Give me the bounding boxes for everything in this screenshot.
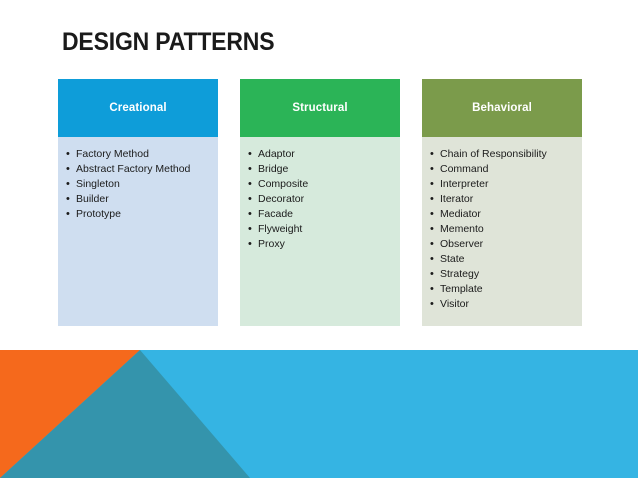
- bullet-icon: •: [430, 208, 434, 220]
- list-item: • Interpreter: [422, 177, 582, 192]
- list-item-label: Template: [440, 283, 483, 295]
- list-item-label: Singleton: [76, 178, 120, 190]
- list-item: • Mediator: [422, 207, 582, 222]
- card-body-behavioral: • Chain of Responsibility • Command • In…: [422, 137, 582, 326]
- list-item: • Singleton: [58, 177, 218, 192]
- list-item-label: State: [440, 253, 465, 265]
- list-item: • Bridge: [240, 162, 400, 177]
- bullet-icon: •: [430, 163, 434, 175]
- bullet-icon: •: [248, 208, 252, 220]
- bullet-icon: •: [430, 298, 434, 310]
- pattern-columns: Creational • Factory Method • Abstract F…: [58, 79, 582, 326]
- list-item-label: Facade: [258, 208, 294, 220]
- list-item-label: Composite: [258, 178, 309, 190]
- list-item: • Memento: [422, 222, 582, 237]
- card-structural: Structural • Adaptor • Bridge • Composit…: [240, 79, 400, 326]
- list-item-label: Chain of Responsibility: [440, 148, 547, 160]
- bullet-icon: •: [66, 208, 70, 220]
- list-item-label: Command: [440, 163, 489, 175]
- bullet-icon: •: [248, 148, 252, 160]
- list-item: • Prototype: [58, 207, 218, 222]
- list-item: • Proxy: [240, 237, 400, 252]
- list-item: • Flyweight: [240, 222, 400, 237]
- list-item: • Template: [422, 282, 582, 297]
- bullet-icon: •: [248, 193, 252, 205]
- bullet-icon: •: [248, 163, 252, 175]
- list-item: • Abstract Factory Method: [58, 162, 218, 177]
- bullet-icon: •: [248, 238, 252, 250]
- bullet-icon: •: [430, 283, 434, 295]
- list-item-label: Iterator: [440, 193, 474, 205]
- list-item: • Composite: [240, 177, 400, 192]
- banner-teal-triangle: [0, 350, 250, 478]
- list-item: • Factory Method: [58, 147, 218, 162]
- list-item-label: Abstract Factory Method: [76, 163, 191, 175]
- list-item-label: Flyweight: [258, 223, 303, 235]
- list-item-label: Observer: [440, 238, 484, 250]
- list-item-label: Visitor: [440, 298, 469, 310]
- card-behavioral: Behavioral • Chain of Responsibility • C…: [422, 79, 582, 326]
- list-item-label: Adaptor: [258, 148, 295, 160]
- page-title: DESIGN PATTERNS: [62, 28, 275, 56]
- banner-graphic: [0, 350, 638, 478]
- list-item: • Adaptor: [240, 147, 400, 162]
- card-header-structural: Structural: [240, 79, 400, 137]
- bullet-icon: •: [430, 223, 434, 235]
- list-item-label: Mediator: [440, 208, 481, 220]
- list-item-label: Factory Method: [76, 148, 149, 160]
- list-item: • State: [422, 252, 582, 267]
- bullet-icon: •: [66, 193, 70, 205]
- card-header-behavioral: Behavioral: [422, 79, 582, 137]
- list-item: • Observer: [422, 237, 582, 252]
- bullet-icon: •: [66, 178, 70, 190]
- list-item-label: Strategy: [440, 268, 480, 280]
- bullet-icon: •: [248, 223, 252, 235]
- list-item: • Chain of Responsibility: [422, 147, 582, 162]
- list-item: • Decorator: [240, 192, 400, 207]
- card-creational: Creational • Factory Method • Abstract F…: [58, 79, 218, 326]
- list-item-label: Proxy: [258, 238, 285, 250]
- bullet-icon: •: [430, 253, 434, 265]
- card-body-creational: • Factory Method • Abstract Factory Meth…: [58, 137, 218, 326]
- bullet-icon: •: [248, 178, 252, 190]
- list-item-label: Interpreter: [440, 178, 489, 190]
- list-item-label: Memento: [440, 223, 484, 235]
- bullet-icon: •: [66, 148, 70, 160]
- list-item: • Facade: [240, 207, 400, 222]
- bullet-icon: •: [430, 238, 434, 250]
- list-item: • Strategy: [422, 267, 582, 282]
- bullet-icon: •: [430, 178, 434, 190]
- bullet-icon: •: [430, 268, 434, 280]
- card-header-creational: Creational: [58, 79, 218, 137]
- list-item-label: Decorator: [258, 193, 305, 205]
- bullet-icon: •: [430, 193, 434, 205]
- card-body-structural: • Adaptor • Bridge • Composite • Decorat…: [240, 137, 400, 326]
- bullet-icon: •: [430, 148, 434, 160]
- bullet-icon: •: [66, 163, 70, 175]
- list-item-label: Prototype: [76, 208, 121, 220]
- list-item: • Iterator: [422, 192, 582, 207]
- list-item: • Command: [422, 162, 582, 177]
- list-item-label: Bridge: [258, 163, 289, 175]
- decorative-banner: [0, 350, 638, 478]
- list-item: • Builder: [58, 192, 218, 207]
- list-item-label: Builder: [76, 193, 109, 205]
- list-item: • Visitor: [422, 297, 582, 312]
